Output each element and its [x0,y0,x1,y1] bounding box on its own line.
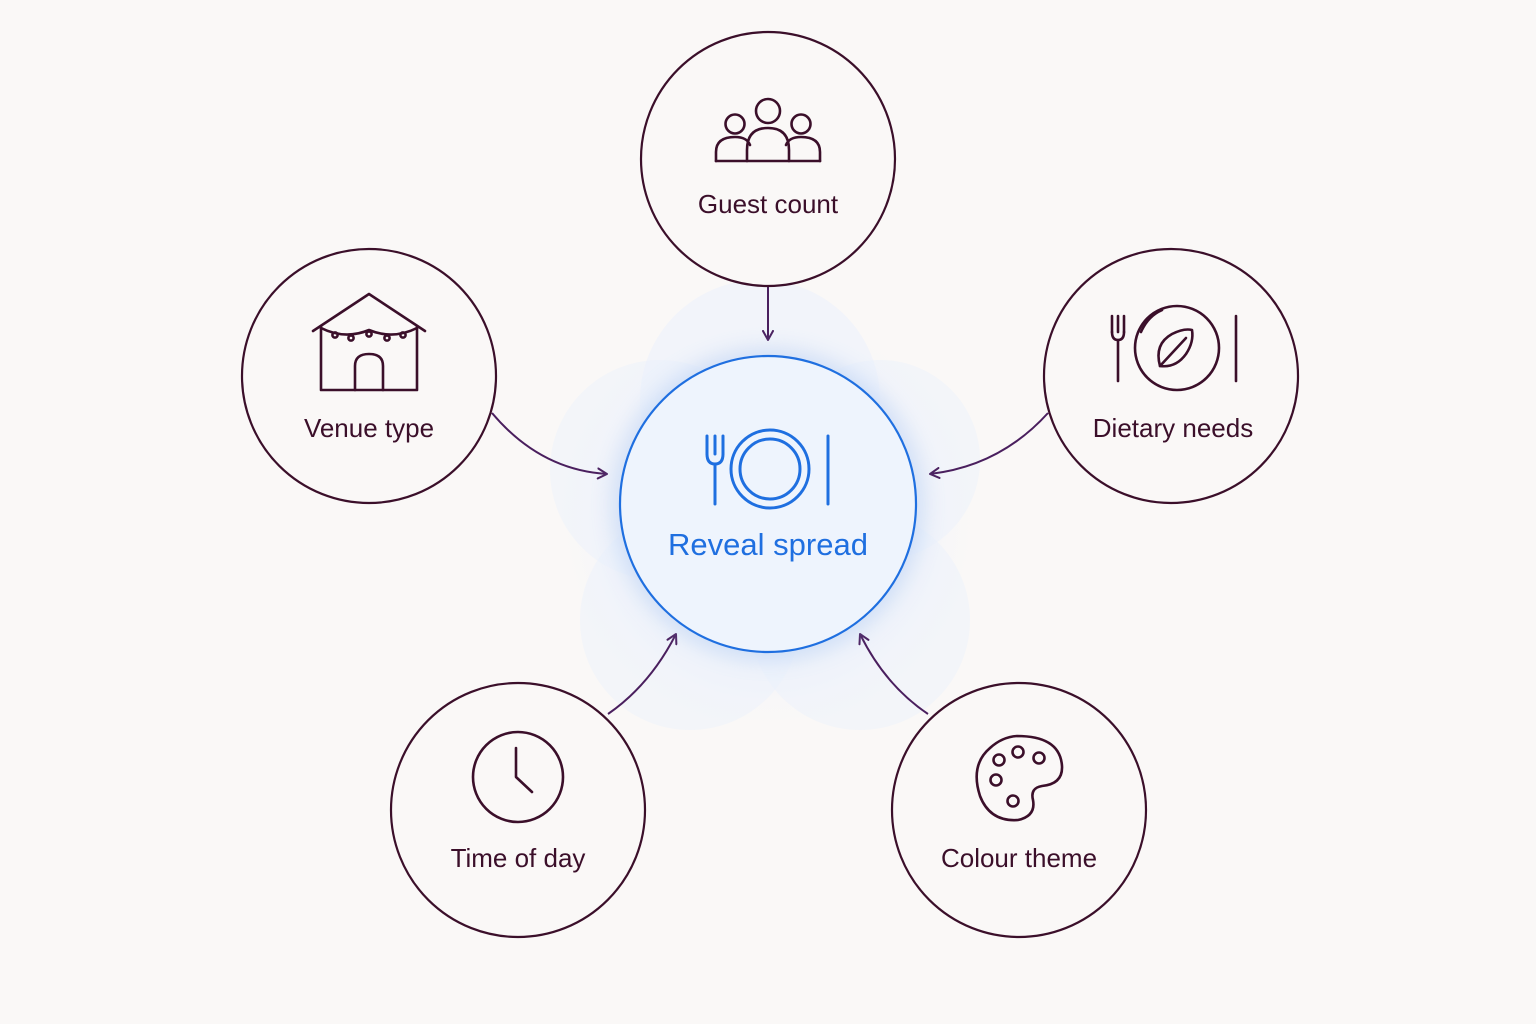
arrow-dietary-needs [929,412,1049,479]
leaf-plate-icon [1110,304,1238,392]
connector-arrows [491,287,1049,715]
arrow-time-of-day [607,633,678,715]
node-label-dietary-needs: Dietary needs [1093,413,1253,443]
arrow-venue-type [491,412,608,480]
clock-icon [471,730,565,824]
node-guest-count[interactable]: Guest count [639,30,897,288]
node-label-colour-theme: Colour theme [941,843,1097,873]
center-node[interactable]: Reveal spread [612,348,924,660]
node-label-venue-type: Venue type [304,413,434,443]
people-group-icon [714,97,822,163]
venue-house-icon [311,292,427,392]
node-time-of-day[interactable]: Time of day [389,681,647,939]
node-colour-theme[interactable]: Colour theme [890,681,1148,939]
palette-icon [975,734,1064,822]
node-dietary-needs[interactable]: Dietary needs [1042,247,1300,505]
node-venue-type[interactable]: Venue type [240,247,498,505]
center-label: Reveal spread [668,527,868,562]
place-setting-icon [705,428,830,510]
node-label-guest-count: Guest count [698,189,839,219]
node-label-time-of-day: Time of day [451,843,586,873]
arrow-colour-theme [858,633,929,715]
